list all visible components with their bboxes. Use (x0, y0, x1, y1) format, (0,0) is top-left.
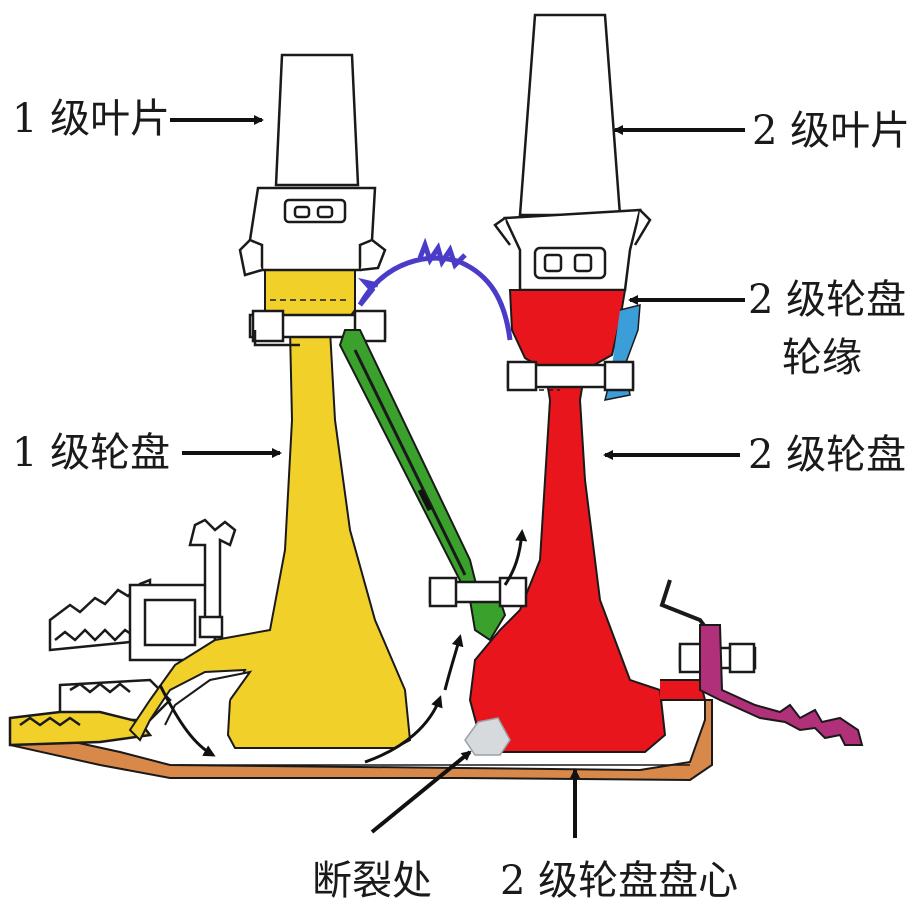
stage2-disk (468, 289, 707, 753)
stage2-bolt (506, 360, 635, 392)
flow-arrows (158, 488, 528, 764)
label-stage2-rim-line2: 轮缘 (782, 335, 862, 381)
interstage-seal (357, 237, 513, 341)
label-stage2-rim-line1: 2 级轮盘 (748, 277, 907, 323)
label-stage2-disk: 2 级轮盘 (748, 432, 907, 478)
rear-flange (699, 624, 864, 746)
spacer-arm (338, 329, 507, 642)
label-fracture: 断裂处 (312, 858, 432, 904)
mid-bolt (428, 576, 528, 608)
stage1-blade (238, 53, 387, 277)
leader-arrows (170, 115, 745, 838)
fracture-region (464, 717, 511, 756)
label-stage2-bore: 2 级轮盘盘心 (500, 858, 739, 904)
label-stage1-blade: 1 级叶片 (12, 96, 171, 142)
stage2-blade (493, 13, 652, 292)
front-structure (8, 518, 237, 747)
label-stage2-blade: 2 级叶片 (752, 108, 911, 154)
leader-fracture (370, 750, 472, 834)
label-stage1-disk: 1 级轮盘 (12, 430, 171, 476)
